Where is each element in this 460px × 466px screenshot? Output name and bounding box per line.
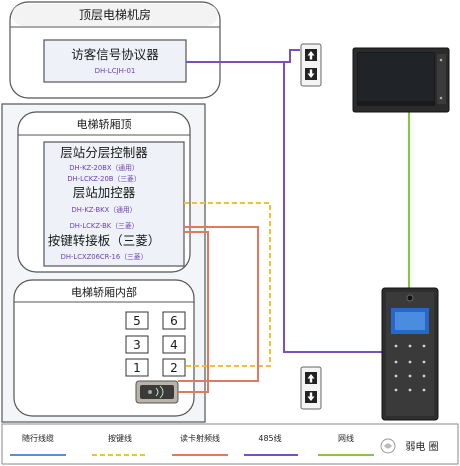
- svg-text:2: 2: [170, 361, 178, 375]
- protocol-device-model: DH-LCJH-01: [95, 67, 136, 75]
- visitor-signal-protocol-box: [43, 39, 187, 83]
- wire-rf-b: [178, 231, 209, 393]
- machine-room-title: 顶层电梯机房: [79, 7, 151, 22]
- floor-controller-model-1: DH-KZ-20BX（通用）: [69, 163, 138, 172]
- wire-button: [184, 202, 271, 367]
- car-inside-title: 电梯轿厢内部: [71, 285, 137, 299]
- floor-button: 4: [162, 335, 186, 354]
- elevator-call-icon: [300, 43, 322, 87]
- legend-label-485: 485线: [258, 433, 281, 443]
- car-roof-title: 电梯轿厢顶: [77, 117, 132, 131]
- outdoor-station: [381, 287, 439, 421]
- floor-button: 6: [162, 311, 186, 330]
- floor-extender-name: 层站加控器: [73, 185, 136, 200]
- watermark: 弱电 圈: [380, 438, 439, 454]
- floor-button: 1: [125, 358, 149, 377]
- floor-extender-model-1: DH-KZ-BKX（通用）: [72, 205, 137, 214]
- legend: 随行线缆 按键线 读卡射频线 485线 网线 弱电 圈: [1, 423, 459, 465]
- svg-text:4: 4: [170, 338, 178, 352]
- floor-extender-model-2: DH-LCKZ-BK（三菱）: [70, 221, 139, 230]
- card-reader-icon: [135, 380, 179, 404]
- indoor-monitor: [352, 47, 450, 113]
- elevator-call-icon: [300, 366, 322, 410]
- legend-label-button: 按键线: [108, 433, 132, 443]
- wire-rf-a: [178, 226, 259, 382]
- svg-text:弱电 圈: 弱电 圈: [405, 440, 438, 453]
- legend-label-cable: 随行线缆: [22, 433, 54, 443]
- button-adapter-name: 按键转接板（三菱）: [48, 233, 161, 248]
- button-adapter-model: DH-LCXZ06CR-16（三菱）: [61, 252, 148, 261]
- svg-text:6: 6: [170, 314, 178, 328]
- legend-label-rf: 读卡射频线: [180, 433, 220, 443]
- machine-room: 顶层电梯机房 访客信号协议器 DH-LCJH-01: [9, 1, 221, 99]
- svg-text:1: 1: [133, 361, 141, 375]
- car-inside: 电梯轿厢内部 5 6 3 4 1 2: [13, 279, 195, 417]
- floor-button: 5: [125, 311, 149, 330]
- svg-text:3: 3: [133, 338, 141, 352]
- floor-button: 2: [162, 358, 186, 377]
- floor-button: 3: [125, 335, 149, 354]
- svg-text:5: 5: [133, 314, 141, 328]
- car-roof: 电梯轿厢顶 层站分层控制器 DH-KZ-20BX（通用） DH-LCKZ-20B…: [17, 111, 191, 273]
- wire-485-outdoor: [186, 61, 382, 353]
- floor-controller-model-2: DH-LCKZ-20B（三菱）: [67, 174, 140, 183]
- protocol-device-name: 访客信号协议器: [71, 47, 159, 62]
- legend-label-network: 网线: [338, 433, 354, 443]
- floor-controller-name: 层站分层控制器: [60, 145, 148, 160]
